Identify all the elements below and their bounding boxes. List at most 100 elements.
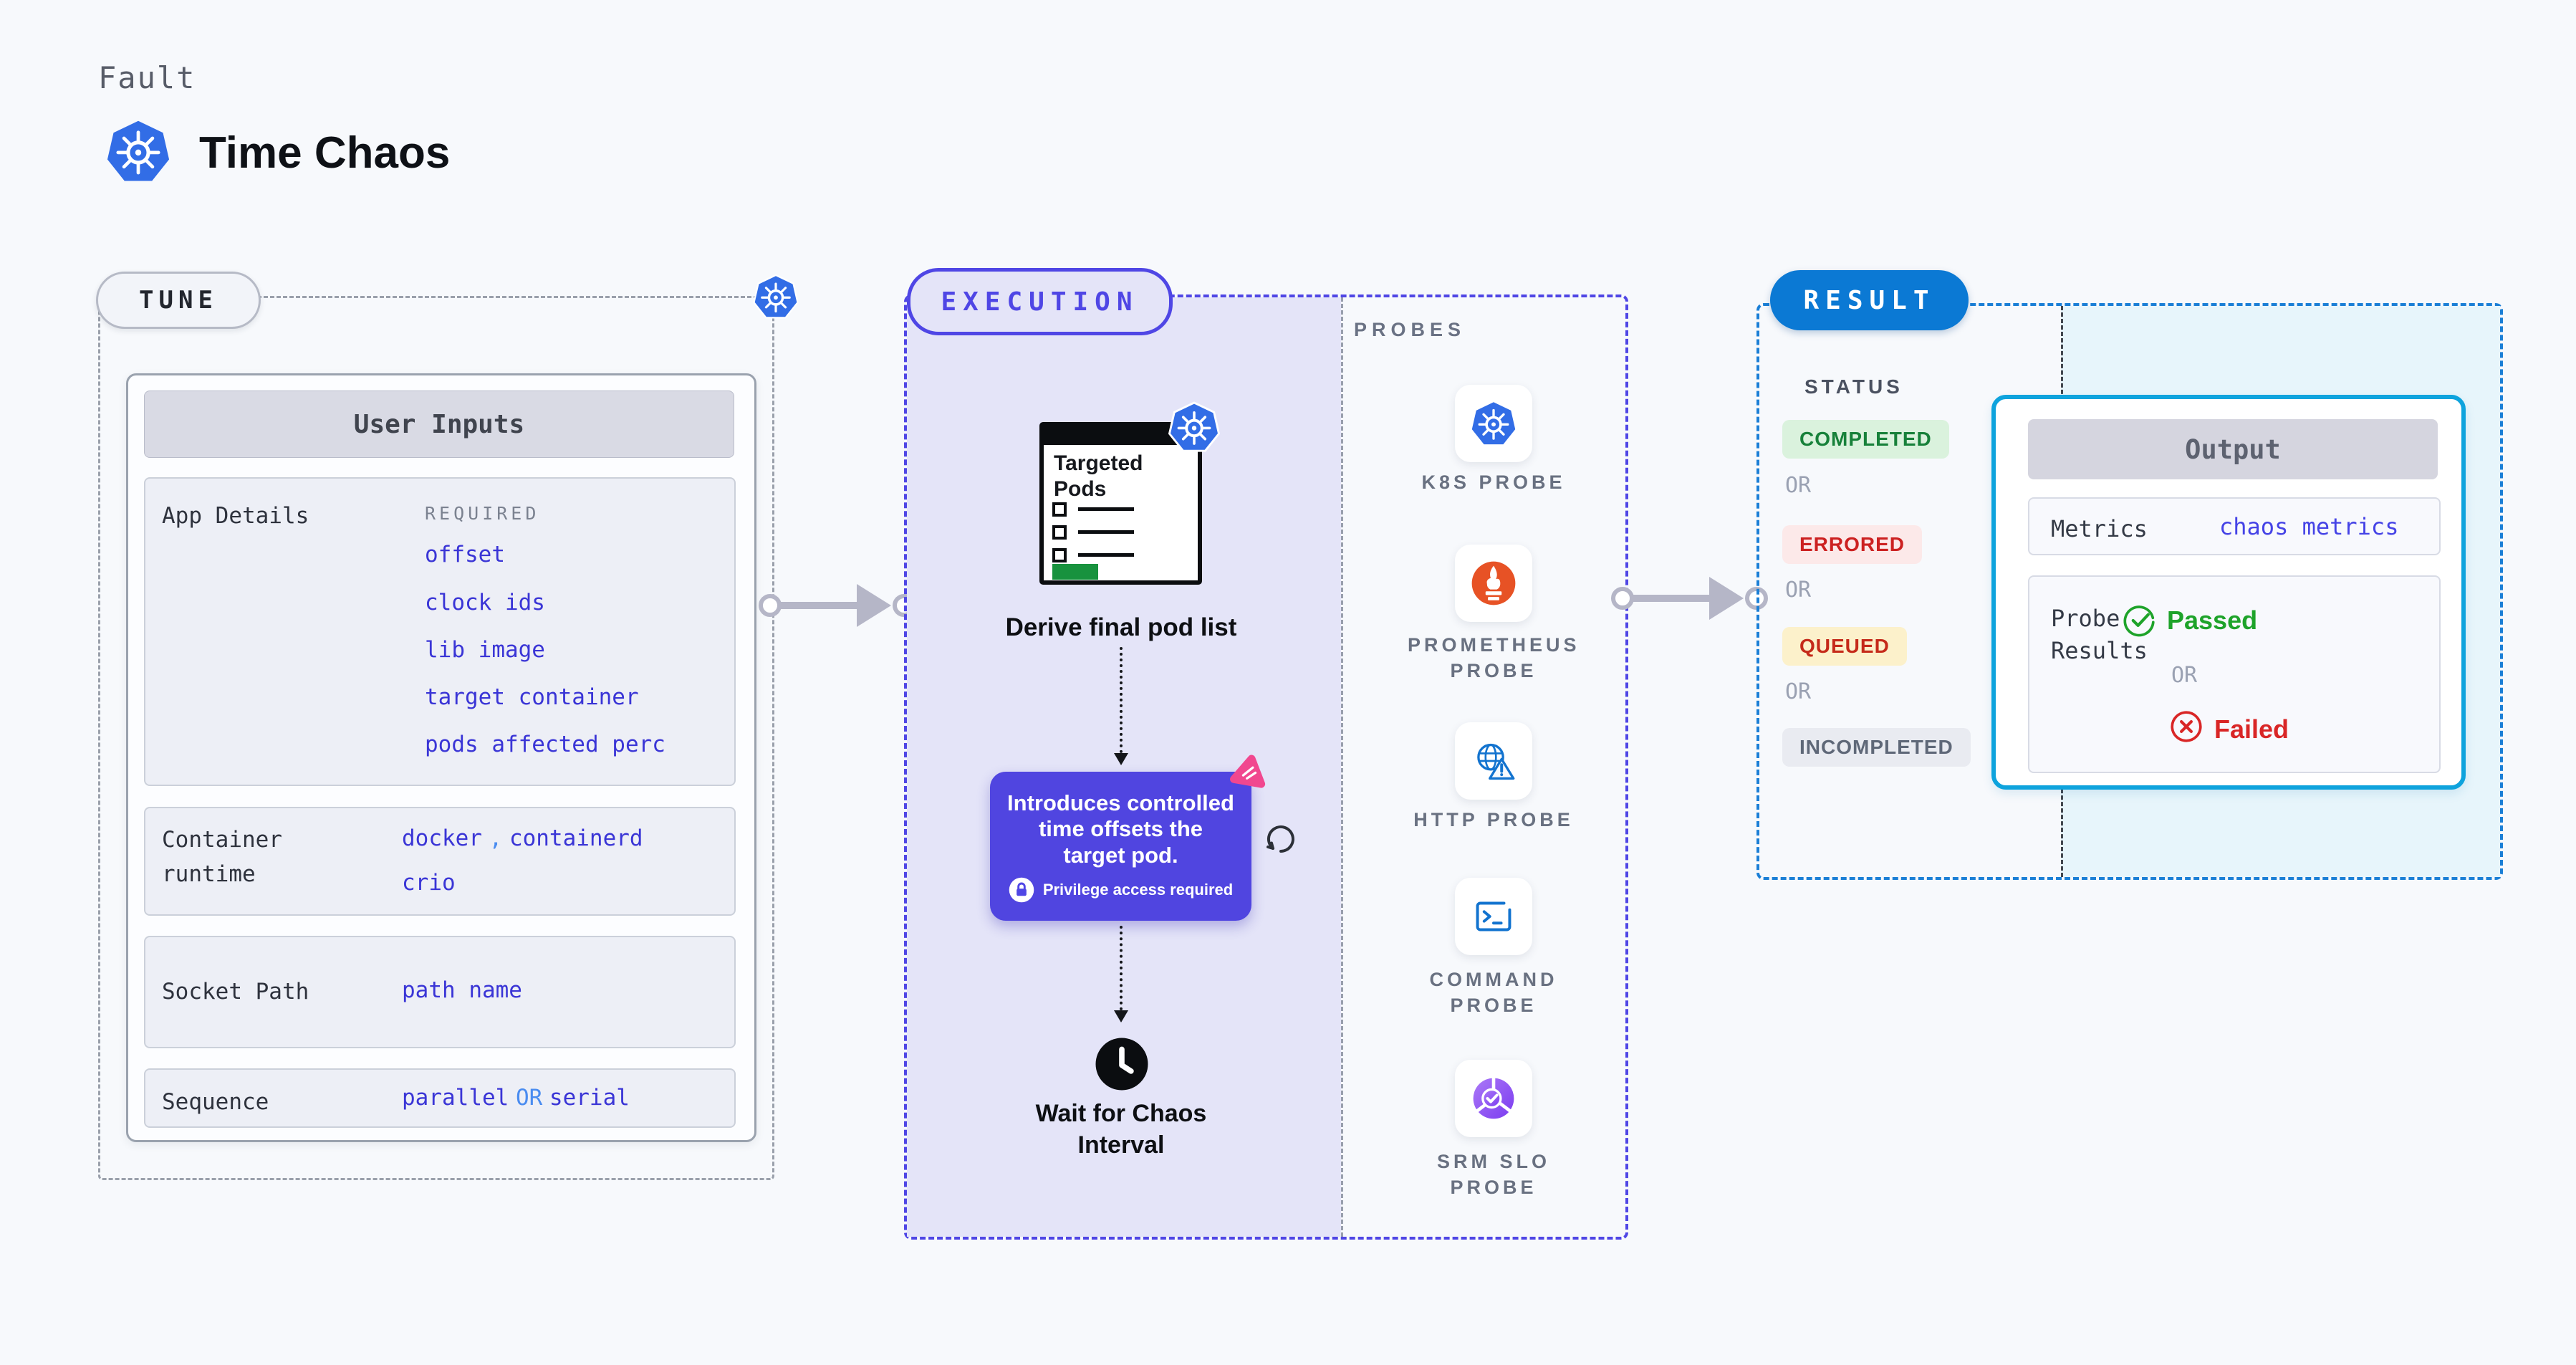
list-line <box>1078 507 1134 511</box>
dotted-connector <box>1120 647 1123 753</box>
targeted-pods-document: Targeted Pods <box>1039 422 1202 585</box>
app-details-label: App Details <box>162 503 309 529</box>
fault-eyebrow: Fault <box>98 60 196 95</box>
arrowhead <box>857 584 891 627</box>
link-pods-affected-perc[interactable]: pods affected perc <box>425 732 665 757</box>
status-badge-queued: QUEUED <box>1782 627 1907 666</box>
dotted-arrowhead <box>1114 753 1128 765</box>
required-tag: REQUIRED <box>425 503 540 524</box>
or-label: OR <box>1785 679 1812 704</box>
sequence-row: Sequence parallel OR serial <box>144 1068 736 1128</box>
clock-icon <box>1095 1037 1149 1091</box>
checkbox-icon <box>1052 502 1067 517</box>
result-badge: RESULT <box>1770 270 1969 330</box>
http-globe-warning-icon <box>1470 737 1517 785</box>
list-line <box>1078 530 1134 534</box>
link-serial[interactable]: serial <box>549 1085 630 1111</box>
link-target-container[interactable]: target container <box>425 684 639 710</box>
check-circle-icon <box>2123 604 2156 637</box>
metrics-label: Metrics <box>2051 515 2148 542</box>
terminal-icon <box>1470 893 1517 940</box>
chaos-pink-logo-icon <box>1230 752 1269 791</box>
container-runtime-row: Container runtime docker , containerd cr… <box>144 807 736 916</box>
probe-results-row: Probe Results Passed OR Failed <box>2028 575 2441 773</box>
probe-label-k8s: K8S PROBE <box>1421 471 1566 493</box>
probe-card-srm-slo <box>1455 1060 1532 1137</box>
link-path-name[interactable]: path name <box>402 977 522 1003</box>
socket-path-label: Socket Path <box>162 979 309 1005</box>
probe-results-label: Probe Results <box>2051 605 2148 664</box>
dotted-connector <box>1120 926 1123 1010</box>
privilege-note-text: Privilege access required <box>1042 880 1234 899</box>
rotate-icon <box>1262 821 1298 857</box>
checkbox-icon <box>1052 548 1067 562</box>
link-crio[interactable]: crio <box>402 870 456 896</box>
status-badge-incompleted: INCOMPLETED <box>1782 728 1971 767</box>
link-chaos-metrics[interactable]: chaos metrics <box>2219 513 2399 540</box>
tune-badge: TUNE <box>96 272 261 329</box>
tune-section <box>98 296 774 1180</box>
status-badge-errored: ERRORED <box>1782 525 1923 564</box>
or-label: OR <box>1785 473 1812 498</box>
derive-pod-list-caption: Derive final pod list <box>1005 613 1237 641</box>
prometheus-icon <box>1470 560 1517 607</box>
kubernetes-icon <box>753 274 799 320</box>
dotted-arrowhead <box>1114 1010 1128 1022</box>
or-label: OR <box>1785 578 1812 603</box>
probe-card-http <box>1455 722 1532 800</box>
x-circle-icon <box>2170 710 2203 743</box>
lock-icon <box>1009 877 1034 903</box>
probes-heading: PROBES <box>1354 319 1466 340</box>
tooltip-text: Introduces controlled time offsets the t… <box>1007 790 1234 868</box>
flow-arrow-execution-to-result <box>1625 595 1712 602</box>
probe-label-prometheus: PROMETHEUS PROBE <box>1408 634 1580 682</box>
status-badge-completed: COMPLETED <box>1782 420 1949 459</box>
probe-card-prometheus <box>1455 545 1532 622</box>
targeted-pods-title: Targeted Pods <box>1054 451 1143 501</box>
probe-label-srm-slo: SRM SLO PROBE <box>1436 1151 1550 1199</box>
container-runtime-label: Container runtime <box>162 827 282 888</box>
connector-dot <box>759 594 782 617</box>
privilege-note: Privilege access required <box>1007 877 1234 903</box>
link-docker[interactable]: docker <box>402 825 482 851</box>
or-connector: OR <box>515 1085 543 1111</box>
output-card: Output Metrics chaos metrics Probe Resul… <box>1991 395 2466 790</box>
socket-path-row: Socket Path path name <box>144 936 736 1048</box>
user-inputs-title: User Inputs <box>144 391 734 458</box>
probes-divider <box>1341 297 1343 1237</box>
fault-tooltip: Introduces controlled time offsets the t… <box>990 772 1251 921</box>
passed-label: Passed <box>2167 605 2258 635</box>
link-offset[interactable]: offset <box>425 542 505 567</box>
link-parallel[interactable]: parallel <box>402 1085 509 1111</box>
failed-label: Failed <box>2214 714 2289 744</box>
link-clock-ids[interactable]: clock ids <box>425 590 545 616</box>
probe-label-command: COMMAND PROBE <box>1429 969 1558 1017</box>
slo-pie-check-icon <box>1470 1075 1517 1122</box>
sequence-values: parallel OR serial <box>402 1085 630 1111</box>
probe-card-k8s <box>1455 385 1532 462</box>
connector-dot <box>1611 587 1634 610</box>
kubernetes-icon <box>1168 401 1221 453</box>
sequence-label: Sequence <box>162 1089 269 1115</box>
output-title: Output <box>2028 419 2438 479</box>
probe-label-http: HTTP PROBE <box>1413 809 1574 830</box>
metrics-row: Metrics chaos metrics <box>2028 497 2441 555</box>
kubernetes-icon <box>105 118 172 185</box>
execution-badge: EXECUTION <box>907 268 1173 335</box>
checkbox-icon <box>1052 525 1067 540</box>
flow-arrow-tune-to-execution <box>772 602 861 609</box>
status-heading: STATUS <box>1804 375 1903 398</box>
link-containerd[interactable]: containerd <box>509 825 643 851</box>
arrowhead <box>1709 577 1744 620</box>
container-runtime-values: docker , containerd <box>402 825 643 851</box>
link-lib-image[interactable]: lib image <box>425 637 545 663</box>
list-line <box>1078 553 1134 557</box>
or-label: OR <box>2171 663 2198 688</box>
value-separator: , <box>489 825 503 851</box>
wait-chaos-interval-caption: Wait for Chaos Interval <box>1035 1100 1207 1159</box>
app-details-row: App Details REQUIRED offset clock ids li… <box>144 477 736 786</box>
green-progress-block <box>1052 564 1098 580</box>
kubernetes-icon <box>1470 400 1517 447</box>
page-title: Time Chaos <box>199 128 451 178</box>
